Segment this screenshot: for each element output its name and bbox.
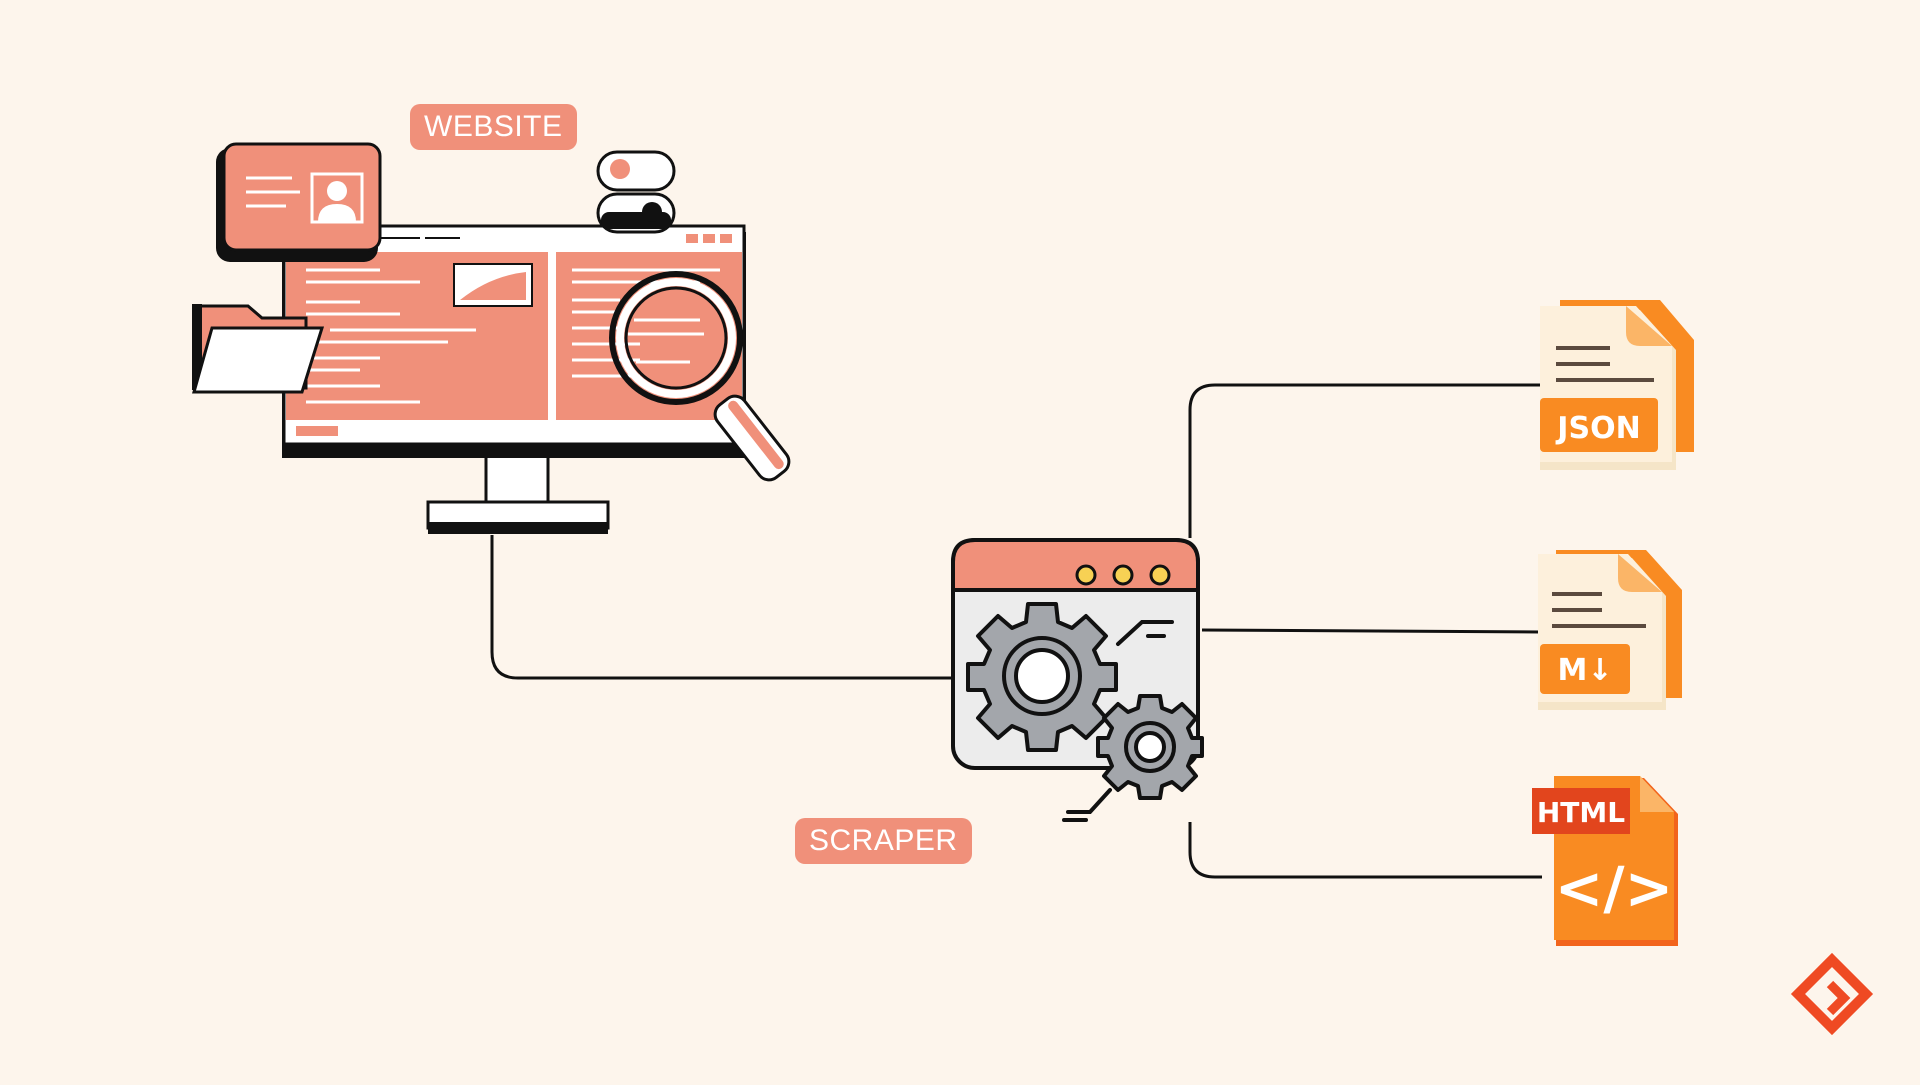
magnifier-handle-accent <box>728 400 784 470</box>
scraper-dot-3 <box>1149 564 1171 586</box>
json-file-icon: JSON <box>1540 300 1694 470</box>
html-file-badge <box>1532 788 1630 834</box>
html-file-label: HTML <box>1537 796 1625 829</box>
profile-avatar-head <box>327 181 347 201</box>
connector-scraper-to-markdown <box>1201 628 1541 634</box>
scraper-dot-2 <box>1112 564 1134 586</box>
html-file-fold <box>1640 776 1674 812</box>
profile-card-icon <box>216 142 382 262</box>
connector-scraper-to-json <box>1188 383 1542 538</box>
scraper-window-header <box>951 538 1200 592</box>
json-file-fold <box>1626 306 1672 346</box>
magnifier-lens-outline <box>624 286 728 390</box>
profile-avatar-body <box>318 204 356 222</box>
markdown-file-badge <box>1540 644 1630 694</box>
browser-button-2 <box>703 234 715 243</box>
scraper-gear-window-icon <box>951 538 1204 822</box>
html-file-code-glyph: </> <box>1555 854 1673 922</box>
big-gear <box>966 602 1118 752</box>
screen-divider <box>548 252 556 420</box>
scraper-label: SCRAPER <box>795 818 972 864</box>
screen-text-lines <box>306 268 476 404</box>
magnifier-icon <box>609 271 791 482</box>
html-file-icon: HTML </> <box>1532 776 1678 946</box>
json-file-badge <box>1540 398 1658 452</box>
folder-front <box>192 326 325 394</box>
markdown-file-fold <box>1618 554 1662 592</box>
monitor-base-shadow <box>428 522 608 534</box>
magnifier-rim <box>609 271 743 405</box>
browser-button-1 <box>686 234 698 243</box>
profile-card <box>222 142 382 252</box>
website-monitor-icon <box>282 224 746 534</box>
toggle-icon <box>596 150 676 234</box>
browser-button-3 <box>720 234 732 243</box>
scraper-dot-1 <box>1075 564 1097 586</box>
website-label: WEBSITE <box>410 104 577 150</box>
screen-bottom-button <box>296 426 338 436</box>
screen-bottom-bar <box>286 420 742 442</box>
markdown-file-label: M↓ <box>1558 653 1613 688</box>
json-file-label: JSON <box>1555 411 1640 446</box>
connector-lines <box>490 383 1542 879</box>
magnifier-rim-white <box>616 278 736 398</box>
connector-website-to-scraper <box>490 535 952 680</box>
folder-icon <box>192 304 325 394</box>
screen-image-curve <box>460 272 526 300</box>
small-gear <box>1096 694 1204 800</box>
brand-logo-icon <box>1790 952 1874 1036</box>
markdown-file-icon: M↓ <box>1538 550 1682 710</box>
connector-scraper-to-html <box>1188 822 1542 879</box>
